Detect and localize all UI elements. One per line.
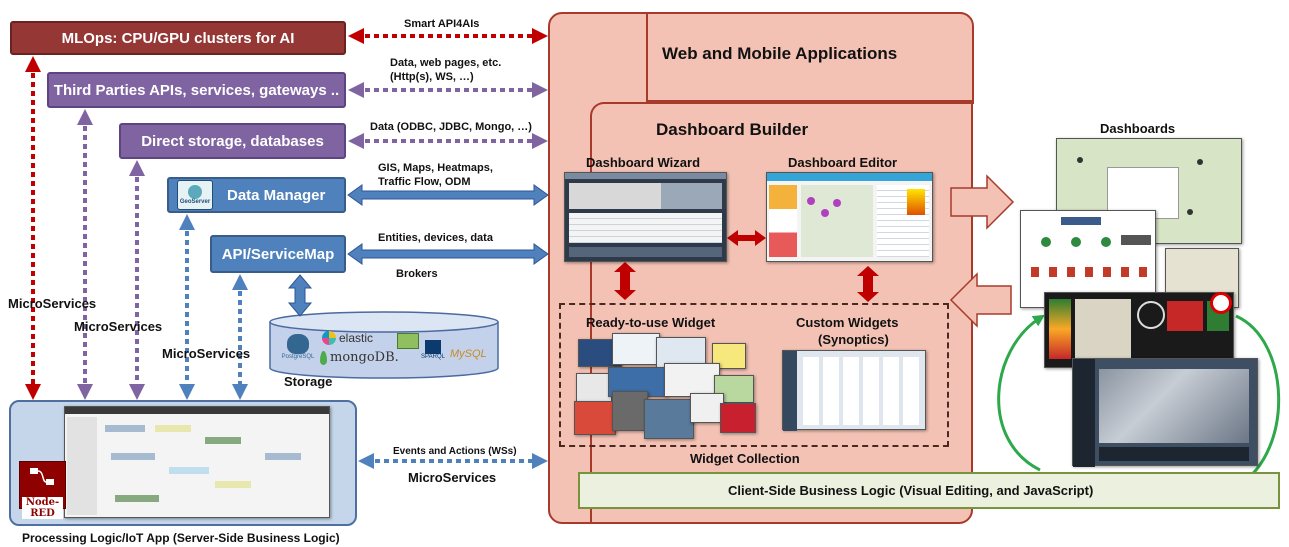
- micro-label-3: MicroServices: [162, 346, 251, 361]
- dashboard-screenshot-3d: [1072, 358, 1258, 467]
- postgres-logo: PostgreSQL: [278, 334, 318, 370]
- chart-db-logo: [397, 333, 419, 349]
- entities-label: Entities, devices, data: [378, 232, 493, 244]
- ready-widget-label: Ready-to-use Widget: [586, 315, 716, 330]
- sparql-label: SPARQL: [421, 354, 445, 360]
- wizard-widget-arrow: [614, 262, 636, 300]
- dashboard-editor-label: Dashboard Editor: [788, 155, 898, 170]
- data-odbc-label: Data (ODBC, JDBC, Mongo, …): [370, 121, 532, 133]
- postgres-label: PostgreSQL: [281, 354, 315, 360]
- node-red-flow-icon: [30, 468, 54, 485]
- client-logic-box: [578, 472, 1280, 509]
- dashboard-wizard-label: Dashboard Wizard: [586, 155, 701, 170]
- wizard-editor-arrow: [727, 230, 766, 246]
- custom-widgets-label-1: Custom Widgets: [796, 315, 899, 330]
- elastic-logo: elastic: [322, 331, 373, 345]
- micro-label-1: MicroServices: [8, 296, 97, 311]
- data-manager-arrow: [347, 184, 549, 206]
- node-red-logo: Node-RED: [19, 461, 66, 519]
- speed-sign-icon: [1210, 292, 1232, 314]
- smart-api-label: Smart API4AIs: [404, 18, 480, 30]
- geoserver-label: GeoServer: [179, 199, 211, 205]
- client-logic-left-arrow: [997, 314, 1046, 472]
- custom-widgets-label-2: (Synoptics): [818, 332, 889, 347]
- micro-label-2: MicroServices: [74, 319, 163, 334]
- editor-widget-arrow: [857, 266, 879, 302]
- dashboard-builder-title: Dashboard Builder: [656, 120, 809, 139]
- ready-widget-thumbnails: [572, 333, 762, 441]
- mongo-label: mongoDB.: [330, 350, 399, 365]
- gis-label-1: GIS, Maps, Heatmaps,: [378, 162, 493, 174]
- client-logic-right-arrow: [1232, 314, 1281, 490]
- data-web-label-2: (Http(s), WS, …): [390, 71, 474, 83]
- mongo-logo: mongoDB.: [320, 350, 399, 365]
- gis-label-2: Traffic Flow, ODM: [378, 176, 471, 188]
- elastic-label: elastic: [339, 331, 374, 345]
- processing-label: Processing Logic/IoT App (Server-Side Bu…: [22, 531, 340, 545]
- data-web-label-1: Data, web pages, etc.: [390, 57, 502, 69]
- dashboard-wizard-thumbnail: [564, 172, 727, 262]
- brokers-label: Brokers: [396, 268, 438, 280]
- geoserver-icon: GeoServer: [177, 180, 213, 210]
- custom-widgets-thumbnail: [782, 350, 926, 431]
- to-dashboards-arrow: [950, 174, 1015, 230]
- events-label: Events and Actions (WSs): [393, 446, 517, 457]
- dashboard-screenshot-synoptic: [1020, 210, 1156, 308]
- dashboard-builder-panel: [590, 102, 974, 524]
- direct-storage-box: Direct storage, databases: [119, 123, 346, 159]
- web-mobile-title: Web and Mobile Applications: [662, 44, 898, 63]
- client-logic-label: Client-Side Business Logic (Visual Editi…: [728, 483, 1094, 498]
- mysql-label: MySQL: [450, 348, 487, 360]
- web-mobile-title-box: [646, 12, 974, 102]
- data-manager-box: GeoServer Data Manager: [167, 177, 346, 213]
- widget-collection-box: [559, 303, 949, 447]
- service-map-box: API/ServiceMap: [210, 235, 346, 273]
- sparql-logo: SPARQL: [421, 340, 445, 364]
- node-red-label: Node-RED: [22, 497, 63, 519]
- widget-collection-label: Widget Collection: [690, 451, 800, 466]
- storage-label: Storage: [284, 374, 333, 389]
- dashboards-label: Dashboards: [1100, 121, 1176, 136]
- node-red-editor-thumbnail: [64, 406, 330, 518]
- mlops-box: MLOps: CPU/GPU clusters for AI: [10, 21, 346, 55]
- third-parties-box: Third Parties APIs, services, gateways .…: [47, 72, 346, 108]
- storage-arrow: [287, 274, 313, 317]
- data-manager-label: Data Manager: [227, 186, 326, 204]
- mysql-logo: MySQL: [450, 344, 487, 362]
- micro-bottom-label: MicroServices: [408, 470, 497, 485]
- service-map-arrow: [347, 243, 549, 265]
- dashboard-screenshot-dark: [1044, 292, 1234, 368]
- dashboard-editor-thumbnail: [766, 172, 933, 262]
- from-dashboards-arrow: [949, 272, 1012, 328]
